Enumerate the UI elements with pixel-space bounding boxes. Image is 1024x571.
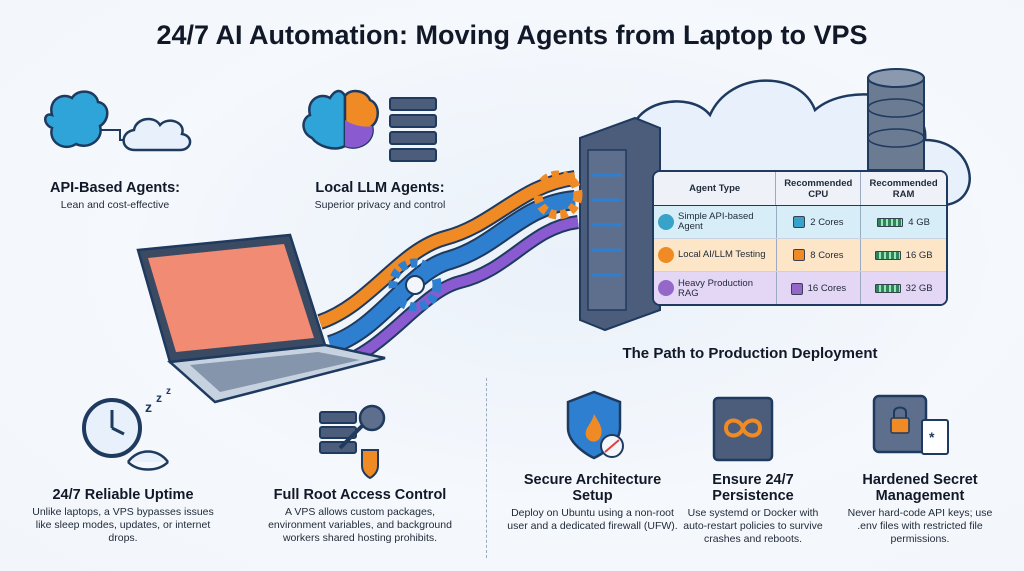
server-key-icon [319, 404, 386, 480]
api-agents-caption: API-Based Agents: Lean and cost-effectiv… [30, 180, 200, 212]
ram-stick-icon [877, 217, 904, 227]
header-agent-type: Agent Type [654, 172, 777, 205]
gear-icon [388, 170, 583, 312]
feature-title: Ensure 24/7 Persistence [712, 472, 794, 504]
table-row: Heavy Production RAG 16 Cores 32 GB [654, 272, 946, 304]
laptop-icon [136, 233, 386, 404]
shield-icon [566, 390, 624, 460]
feature-secret-management: Hardened Secret Management Never hard-co… [840, 472, 1000, 546]
path-title: The Path to Production Deployment [622, 345, 878, 362]
row-cpu: 16 Cores [807, 283, 847, 294]
svg-text:z: z [156, 391, 162, 405]
feature-desc: Unlike laptops, a VPS bypasses issues li… [32, 506, 214, 544]
row-cpu: 8 Cores [810, 249, 844, 261]
brain-icon [44, 90, 109, 149]
feature-desc: Use systemd or Docker with auto-restart … [683, 507, 823, 545]
spec-table: Agent Type Recommended CPU Recommended R… [652, 170, 948, 306]
row-ram: 16 GB [905, 249, 933, 261]
safe-icon: * [872, 394, 949, 455]
database-icon [867, 68, 925, 171]
server-tower-icon [579, 116, 661, 332]
feature-secure-setup: Secure Architecture Setup Deploy on Ubun… [505, 472, 680, 533]
feature-persistence: Ensure 24/7 Persistence Use systemd or D… [678, 472, 828, 546]
ram-stick-icon [874, 284, 901, 293]
svg-text:z: z [166, 386, 171, 397]
svg-text:*: * [929, 429, 935, 445]
feature-title: Hardened Secret Management [862, 472, 978, 504]
rag-stack-icon [658, 280, 674, 296]
row-type: Heavy Production RAG [678, 277, 753, 299]
brain-small-icon [658, 247, 674, 263]
ram-stick-icon [874, 250, 901, 260]
header-cpu: Recommended CPU [776, 172, 862, 205]
page-title: 24/7 AI Automation: Moving Agents from L… [156, 20, 868, 50]
row-type: Simple API-based Agent [678, 211, 754, 232]
api-icon [658, 214, 674, 230]
table-header: Agent Type Recommended CPU Recommended R… [654, 172, 946, 206]
row-ram: 4 GB [908, 216, 930, 228]
local-agents-title: Local LLM Agents: [315, 180, 445, 196]
cpu-chip-icon [790, 282, 803, 295]
row-ram: 32 GB [905, 283, 933, 294]
feature-title: 24/7 Reliable Uptime [52, 487, 194, 503]
eye-closed-icon [126, 450, 170, 471]
feature-title: Full Root Access Control [273, 487, 447, 503]
api-agents-title: API-Based Agents: [50, 180, 180, 196]
svg-text:z: z [145, 399, 152, 415]
data-flow-ribbons [317, 170, 580, 372]
table-row: Local AI/LLM Testing 8 Cores 16 GB [654, 239, 946, 272]
brain-local-icon [302, 89, 379, 150]
cpu-chip-icon [793, 249, 806, 261]
local-agents-caption: Local LLM Agents: Superior privacy and c… [290, 180, 470, 212]
clock-icon: z z z [82, 386, 171, 458]
row-cpu: 2 Cores [810, 216, 844, 228]
server-stack-icon [389, 97, 437, 162]
divider [486, 378, 487, 558]
table-row: Simple API-based Agent 2 Cores 4 GB [654, 206, 946, 239]
api-agents-desc: Lean and cost-effective [60, 199, 170, 211]
cloud-small-icon [122, 117, 192, 152]
feature-uptime: 24/7 Reliable Uptime Unlike laptops, a V… [28, 487, 218, 545]
row-type: Local AI/LLM Testing [678, 249, 766, 260]
feature-root-access: Full Root Access Control A VPS allows cu… [255, 487, 465, 545]
header-ram: Recommended RAM [869, 177, 938, 200]
feature-desc: Deploy on Ubuntu using a non-root user a… [507, 507, 678, 532]
feature-desc: A VPS allows custom packages, environmen… [268, 506, 452, 544]
feature-title: Secure Architecture Setup [523, 472, 662, 504]
feature-desc: Never hard-code API keys; use .env files… [847, 507, 993, 545]
cpu-chip-icon [793, 216, 806, 228]
local-agents-desc: Superior privacy and control [314, 199, 446, 211]
server-infinity-icon [712, 396, 774, 462]
